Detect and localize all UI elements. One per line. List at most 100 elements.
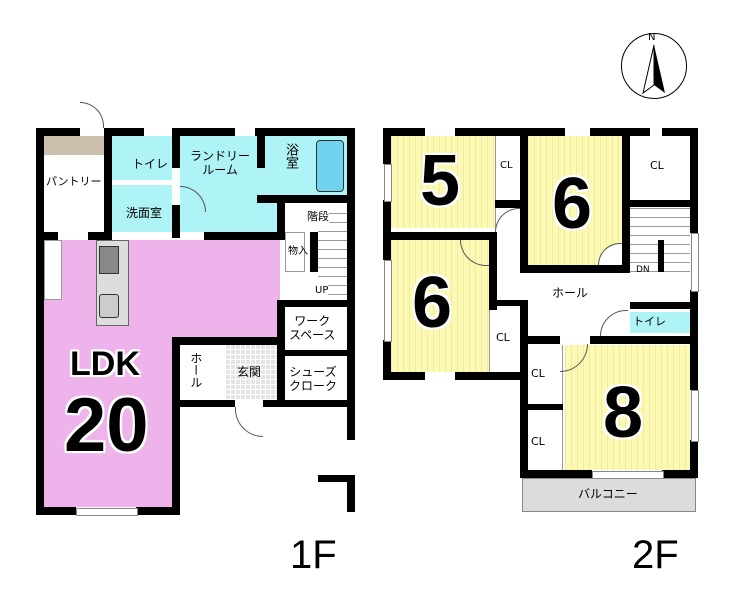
toilet-1f <box>112 136 172 180</box>
label-bedroom-8: 8 <box>603 373 644 453</box>
wall <box>104 128 112 238</box>
wall <box>489 240 497 310</box>
ldk-upper <box>44 240 280 337</box>
compass: N <box>621 32 687 99</box>
label-ldk-size: 20 <box>64 383 149 468</box>
label-storage: 物入 <box>288 246 308 257</box>
door-entrance[interactable] <box>235 407 263 437</box>
wall <box>658 240 664 272</box>
label-washroom: 洗面室 <box>126 206 163 220</box>
wall <box>36 232 58 240</box>
label-toilet-2f: トイレ <box>633 315 666 328</box>
north-label: N <box>648 32 656 43</box>
wall <box>520 128 528 265</box>
wall <box>36 507 76 515</box>
label-bedroom-5: 5 <box>420 141 461 221</box>
wall <box>622 200 698 207</box>
door-pantry-exterior[interactable] <box>80 102 104 128</box>
closet-8a <box>528 345 563 405</box>
fridge-space <box>44 240 62 300</box>
balcony <box>522 478 696 512</box>
label-cl: CL <box>500 160 513 171</box>
wall <box>172 205 180 238</box>
wall <box>383 128 391 164</box>
entrance <box>225 345 277 400</box>
wall <box>630 302 698 309</box>
label-cl: CL <box>496 331 510 344</box>
wall <box>383 372 425 380</box>
washroom <box>112 185 172 232</box>
label-workspace: ワーク スペース <box>289 314 336 342</box>
label-balcony: バルコニー <box>578 487 638 501</box>
wall <box>383 200 391 260</box>
label-pantry: パントリー <box>46 175 102 188</box>
shoes-cloak <box>285 355 347 400</box>
wall <box>520 336 560 344</box>
bedroom-8 <box>565 345 690 470</box>
window <box>691 233 699 292</box>
label-cl: CL <box>650 159 664 172</box>
wall <box>520 470 592 478</box>
wall <box>590 336 698 344</box>
label-entrance: 玄関 <box>237 365 262 379</box>
wall <box>520 265 627 273</box>
sink-icon <box>99 294 119 318</box>
label-bedroom-6-left: 6 <box>412 263 453 343</box>
label-cl: CL <box>531 367 545 380</box>
wall <box>277 350 355 356</box>
window <box>691 390 699 442</box>
window <box>384 164 392 202</box>
wall <box>136 507 180 515</box>
wall <box>455 128 565 136</box>
label-hall-1f: ホール <box>188 352 203 388</box>
north-arrow-icon <box>642 44 665 95</box>
workspace <box>285 307 347 350</box>
wall <box>88 232 112 240</box>
wall <box>172 337 180 515</box>
label-shoes-cloak: シューズ クローク <box>289 365 338 393</box>
wall <box>347 128 355 440</box>
wall <box>383 232 497 240</box>
wall <box>690 128 698 233</box>
bathtub <box>316 140 344 192</box>
wall <box>180 400 235 407</box>
wall <box>257 195 347 203</box>
wall <box>662 470 698 478</box>
label-laundry: ランドリー ルーム <box>190 149 251 177</box>
label-stairs-1f: 階段 <box>307 210 329 224</box>
closet-8b <box>528 410 563 470</box>
label-up: UP <box>315 285 329 297</box>
wall <box>520 404 563 410</box>
window <box>76 508 138 516</box>
wall <box>489 300 528 306</box>
wall <box>255 128 355 136</box>
label-bedroom-6-top: 6 <box>552 164 593 244</box>
label-bath: 浴室 <box>282 143 298 169</box>
ldk-lower <box>44 337 172 507</box>
stove-icon <box>99 246 119 274</box>
window <box>384 260 392 342</box>
wall <box>204 232 285 240</box>
wall <box>172 337 280 345</box>
wall-marker <box>318 475 355 482</box>
pantry-shelf <box>44 136 105 155</box>
wall <box>263 400 355 407</box>
wall <box>172 128 180 168</box>
wall <box>495 200 528 208</box>
stair-treads <box>318 210 347 295</box>
wall <box>310 232 318 272</box>
toilet-2f <box>630 312 690 333</box>
wall <box>277 300 355 307</box>
wall <box>662 128 698 136</box>
wall <box>257 128 265 168</box>
bedroom-5 <box>391 136 495 228</box>
label-ldk: LDK <box>70 345 140 383</box>
hall-1f <box>180 345 225 400</box>
wall <box>383 128 425 136</box>
storage-1f <box>285 232 305 272</box>
wall <box>36 128 44 515</box>
label-toilet-1f: トイレ <box>132 157 169 171</box>
wall <box>520 300 528 478</box>
label-cl: CL <box>531 435 545 448</box>
wall <box>277 195 285 240</box>
